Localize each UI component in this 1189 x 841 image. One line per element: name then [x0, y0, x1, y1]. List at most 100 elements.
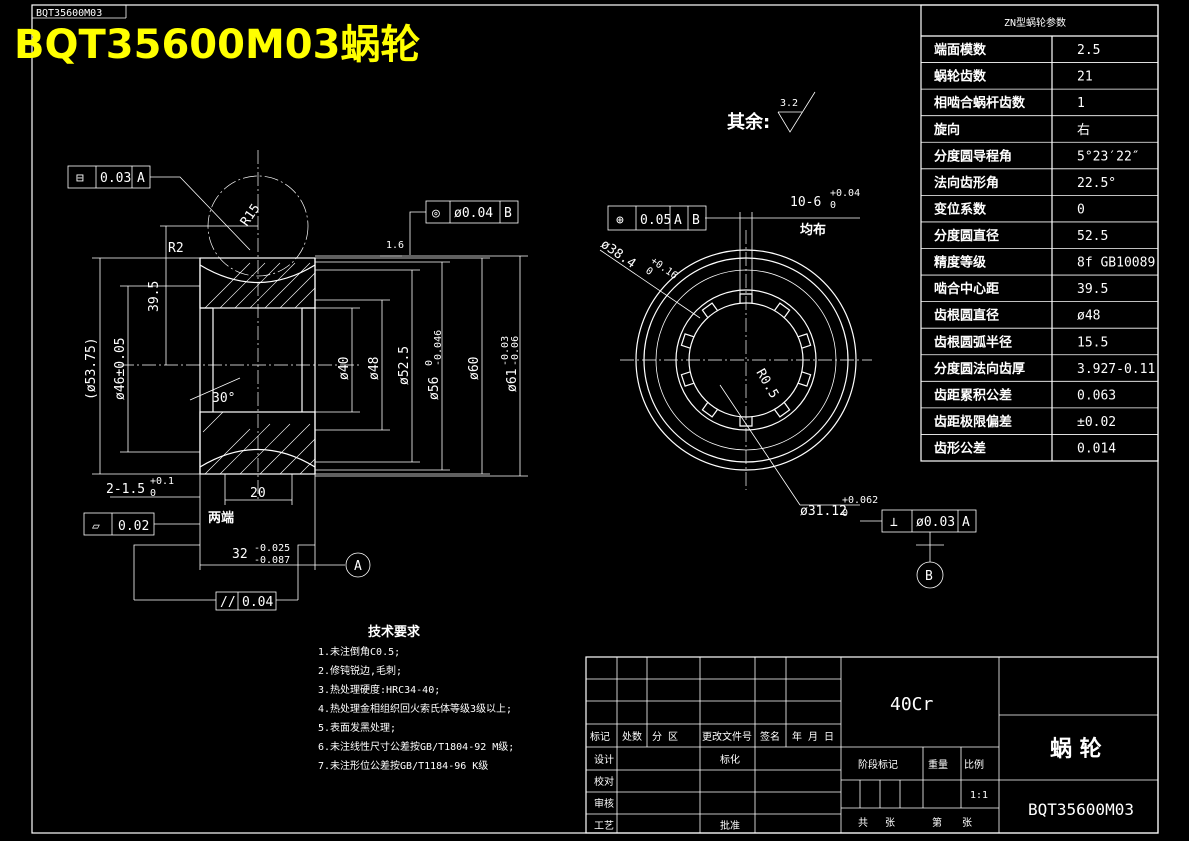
surface-finish-note: 其余: 3.2 — [727, 91, 816, 133]
spline-slot — [798, 333, 812, 349]
check-label: 校对 — [594, 775, 614, 788]
rev-header: 更改文件号 — [702, 730, 752, 743]
dim-48: ø48 — [367, 357, 382, 380]
rev-header: 处数 — [622, 730, 642, 743]
both-ends-note: 两端 — [208, 510, 234, 526]
param-label: 啮合中心距 — [934, 281, 999, 297]
dim-40: ø40 — [337, 357, 352, 380]
section-view — [67, 150, 528, 611]
param-label: 齿形公差 — [934, 441, 986, 457]
tech-req-item: 6.未注线性尺寸公差按GB/T1804-92 M级; — [318, 740, 514, 753]
tol-parallel-value: 0.04 — [242, 595, 273, 610]
tol-position-symbol: ⊕ — [616, 213, 624, 228]
bore-dim: ø31.12 — [800, 504, 847, 519]
total-label: 共 — [858, 817, 868, 829]
param-value: 0.014 — [1077, 442, 1116, 457]
tol-parallel-symbol: // — [220, 595, 236, 610]
tech-req-item: 1.未注倒角C0.5; — [318, 645, 400, 658]
dim-61: ø61 — [505, 369, 520, 392]
chamfer-tol-low: 0 — [150, 488, 156, 499]
title-block: 40Cr 蜗 轮 BQT35600M03 标记处数分 区更改文件号签名年 月 日… — [585, 656, 1159, 834]
spline-slot — [739, 417, 753, 427]
dim-32: 32 — [232, 547, 248, 562]
dim-39-5: 39.5 — [147, 281, 162, 312]
spline-slot — [680, 333, 694, 349]
dim-38-4: ø38.4 — [598, 237, 639, 272]
spline-slot — [798, 371, 812, 387]
param-label: 齿距累积公差 — [934, 387, 1012, 403]
rev-header: 年 月 日 — [792, 730, 834, 743]
param-label: 蜗轮齿数 — [934, 69, 987, 85]
param-value: 8f GB10089 — [1077, 256, 1155, 271]
datum-a-bubble — [345, 552, 371, 578]
param-label: 分度圆直径 — [934, 228, 999, 244]
tol-position-value: 0.05 — [640, 213, 671, 228]
spline-slot — [680, 371, 694, 387]
bore-tol-up: +0.062 — [842, 495, 878, 506]
sheet-unit-label: 张 — [962, 817, 972, 829]
rev-header: 签名 — [760, 730, 780, 743]
process-label: 工艺 — [594, 820, 614, 832]
spline-slots — [680, 293, 812, 427]
dim-20: 20 — [250, 486, 266, 501]
dim-61-tol-low: -0.06 — [510, 336, 521, 366]
tol-perp-value: ø0.03 — [916, 515, 955, 530]
slots-tol-low: 0 — [830, 200, 836, 211]
drawing-number: BQT35600M03 — [1028, 800, 1134, 819]
tech-req-item: 5.表面发黑处理; — [318, 721, 396, 734]
param-label: 法向齿形角 — [934, 175, 999, 191]
tol-concentric-value: ø0.04 — [454, 206, 493, 221]
param-value: 右 — [1077, 123, 1090, 138]
surface-finish-value: 3.2 — [780, 98, 798, 109]
param-label: 分度圆导程角 — [934, 148, 1012, 164]
spline-slot — [701, 402, 718, 418]
param-value: ±0.02 — [1077, 415, 1116, 430]
param-value: 22.5° — [1077, 176, 1116, 191]
tol-position-datum1: A — [674, 213, 682, 228]
param-label: 齿根圆弧半径 — [934, 334, 1012, 350]
param-label: 变位系数 — [934, 201, 987, 217]
end-view-labels: ⊕ 0.05 A B ø38.4 +0.16 0 10-6 +0.04 0 均布… — [598, 188, 970, 584]
tech-req-item: 2.修钝锐边,毛刺; — [318, 664, 402, 677]
sheet-no-label: 第 — [932, 816, 942, 829]
param-label: 精度等级 — [934, 255, 987, 271]
param-value: 52.5 — [1077, 229, 1108, 244]
param-label: 旋向 — [933, 122, 960, 138]
param-value: 0 — [1077, 202, 1085, 217]
param-label: 端面模数 — [934, 42, 987, 58]
chamfer: 2-1.5 — [106, 482, 145, 497]
scale-label: 比例 — [964, 758, 984, 771]
param-value: 39.5 — [1077, 282, 1108, 297]
scale-value: 1:1 — [970, 790, 988, 801]
tol-parallel-small-symbol: ▱ — [92, 519, 100, 534]
param-value: 3.927-0.11 — [1077, 362, 1155, 377]
tol-position-frame — [607, 205, 707, 231]
param-value: 1 — [1077, 96, 1085, 111]
end-view — [599, 205, 977, 589]
angle-30: 30° — [212, 391, 235, 406]
tol-flatness-datum: A — [137, 171, 145, 186]
datum-b-bubble — [916, 561, 944, 589]
approve-label: 批准 — [720, 819, 740, 832]
param-value: 0.063 — [1077, 388, 1116, 403]
tech-req-item: 3.热处理硬度:HRC34-40; — [318, 683, 440, 696]
standardize-label: 标化 — [720, 753, 740, 766]
tol-flatness-value: 0.03 — [100, 171, 131, 186]
tech-requirements: 技术要求 1.未注倒角C0.5;2.修钝锐边,毛刺;3.热处理硬度:HRC34-… — [318, 624, 514, 772]
param-label: 齿距极限偏差 — [934, 414, 1012, 430]
tol-position-datum2: B — [692, 213, 700, 228]
dim-56: ø56 — [427, 377, 442, 400]
tech-req-item: 4.热处理金相组织回火索氏体等级3级以上; — [318, 702, 512, 715]
param-value: ø48 — [1077, 309, 1100, 324]
dim-61-tol-up: -0.03 — [500, 336, 511, 366]
dim-60: ø60 — [467, 357, 482, 380]
finish-16-label: 1.6 — [386, 240, 404, 251]
spline-slot — [701, 302, 718, 318]
part-name: 蜗 轮 — [1050, 736, 1102, 762]
dim-32-tol-low: -0.087 — [254, 555, 290, 566]
slots-dim: 10-6 — [790, 195, 821, 210]
chamfer-tol-up: +0.1 — [150, 476, 174, 487]
dim-56-tol-up: 0 — [424, 360, 435, 366]
